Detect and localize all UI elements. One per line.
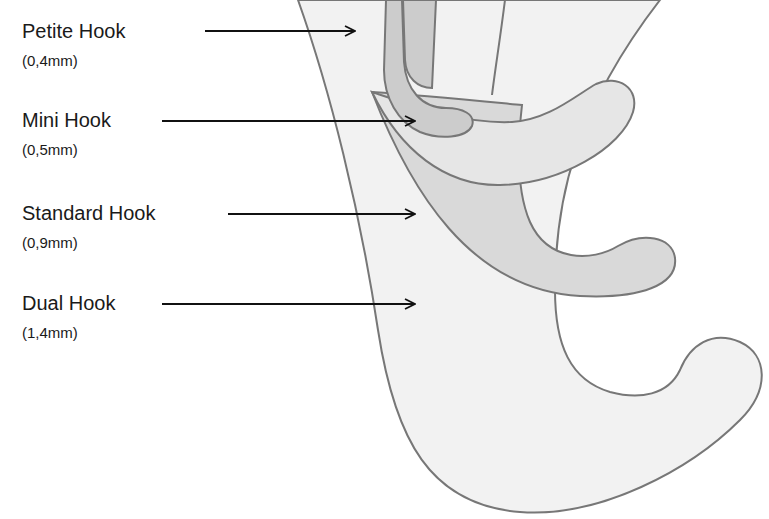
hook-name: Mini Hook — [22, 109, 111, 132]
dual-hook — [298, 0, 762, 513]
hook-name: Standard Hook — [22, 202, 155, 225]
hook-name: Dual Hook — [22, 292, 115, 315]
leader-arrow — [162, 120, 415, 122]
leader-arrow — [205, 30, 355, 32]
hook-neck-line — [492, 0, 505, 95]
size-label: (0,5mm) — [22, 141, 78, 158]
size-label: (0,9mm) — [22, 234, 78, 251]
hook-name: Petite Hook — [22, 20, 125, 43]
leader-arrow — [162, 303, 415, 305]
leader-arrow — [228, 213, 415, 215]
size-label: (1,4mm) — [22, 324, 78, 341]
petite-hook — [384, 0, 473, 137]
size-label: (0,4mm) — [22, 52, 78, 69]
petite-stem — [403, 0, 436, 88]
